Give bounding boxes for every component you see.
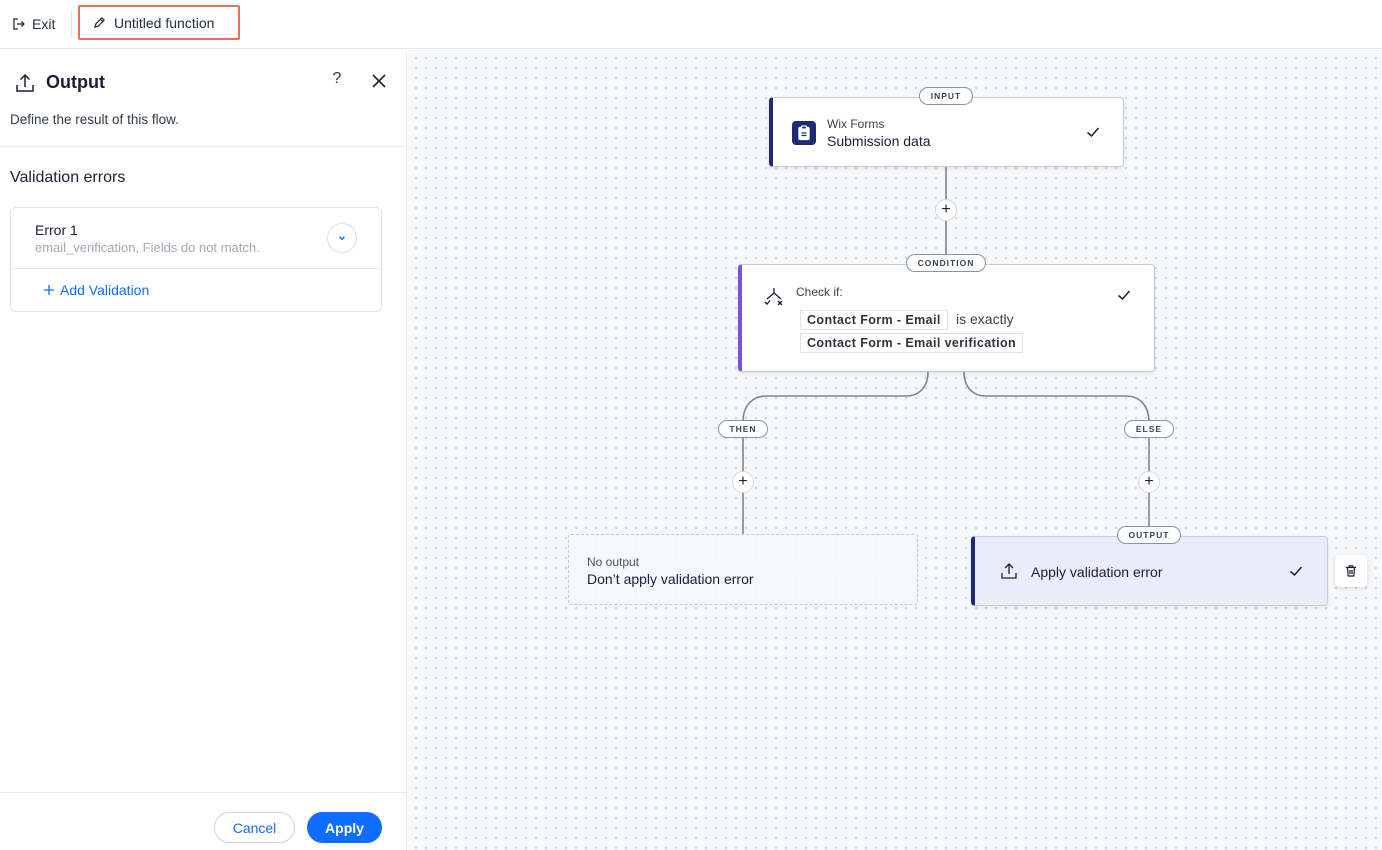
- flow-connectors: [742, 167, 1150, 536]
- cancel-button[interactable]: Cancel: [214, 812, 295, 843]
- error-detail: email_verification, Fields do not match.: [35, 240, 260, 255]
- validation-errors-card: Error 1 email_verification, Fields do no…: [10, 207, 382, 312]
- input-source: Wix Forms: [827, 117, 885, 131]
- no-output-node[interactable]: No output Don’t apply validation error: [568, 534, 918, 605]
- add-validation-label: Add Validation: [60, 282, 150, 298]
- delete-node-button[interactable]: [1335, 555, 1367, 587]
- topbar-divider: [71, 10, 72, 38]
- output-badge: OUTPUT: [1117, 526, 1181, 544]
- panel-description: Define the result of this flow.: [10, 112, 179, 127]
- expand-error-button[interactable]: [327, 223, 357, 253]
- error-name: Error 1: [35, 222, 78, 238]
- exit-icon: [13, 18, 25, 30]
- flow-canvas[interactable]: Wix Forms Submission data INPUT + Check …: [408, 50, 1382, 850]
- output-icon: [16, 73, 34, 92]
- else-badge: ELSE: [1124, 420, 1174, 438]
- condition-label: Check if:: [796, 285, 843, 299]
- condition-left-field[interactable]: Contact Form - Email: [800, 310, 948, 330]
- condition-right-field[interactable]: Contact Form - Email verification: [800, 333, 1024, 353]
- pencil-icon: [93, 17, 105, 29]
- clipboard-icon: [792, 121, 816, 145]
- function-title-button[interactable]: Untitled function: [78, 5, 240, 40]
- then-badge: THEN: [718, 420, 768, 438]
- condition-operator: is exactly: [956, 311, 1014, 327]
- add-then-step-button[interactable]: +: [732, 471, 754, 493]
- connector-condition-then: [742, 371, 929, 534]
- input-title: Submission data: [827, 133, 931, 149]
- function-title: Untitled function: [114, 14, 215, 31]
- add-validation-button[interactable]: Add Validation: [43, 282, 149, 298]
- panel-footer: Cancel Apply: [0, 792, 407, 850]
- condition-node[interactable]: Check if: Contact Form - Email is exactl…: [738, 264, 1155, 372]
- checkmark-icon: [1118, 290, 1131, 301]
- no-output-subtitle: No output: [587, 555, 640, 569]
- trash-icon: [1346, 565, 1356, 577]
- panel-title: Output: [46, 72, 105, 92]
- exit-label: Exit: [32, 16, 56, 32]
- output-title: Apply validation error: [1031, 564, 1163, 580]
- add-else-step-button[interactable]: +: [1138, 471, 1160, 493]
- input-badge: INPUT: [919, 87, 973, 105]
- close-icon[interactable]: [368, 70, 390, 92]
- checkmark-icon: [1087, 127, 1100, 138]
- exit-button[interactable]: Exit: [12, 13, 55, 35]
- error-row[interactable]: Error 1 email_verification, Fields do no…: [11, 208, 381, 269]
- output-icon: [1001, 563, 1017, 579]
- add-step-button[interactable]: +: [935, 199, 957, 221]
- apply-button[interactable]: Apply: [307, 812, 382, 843]
- output-panel: Output ? Define the result of this flow.…: [0, 50, 407, 850]
- condition-badge: CONDITION: [906, 254, 986, 272]
- connector-condition-else: [963, 371, 1150, 536]
- checkmark-icon: [1290, 566, 1303, 577]
- branch-icon: [764, 288, 783, 306]
- panel-header: Output ? Define the result of this flow.: [0, 50, 407, 147]
- plus-icon: [44, 285, 54, 295]
- input-node[interactable]: Wix Forms Submission data: [769, 97, 1124, 167]
- no-output-title: Don’t apply validation error: [587, 571, 754, 587]
- top-bar: Exit Untitled function: [0, 0, 1382, 49]
- output-node[interactable]: Apply validation error: [971, 536, 1328, 606]
- help-button[interactable]: ?: [332, 70, 342, 87]
- section-title: Validation errors: [10, 169, 126, 186]
- chevron-down-icon: [339, 236, 345, 241]
